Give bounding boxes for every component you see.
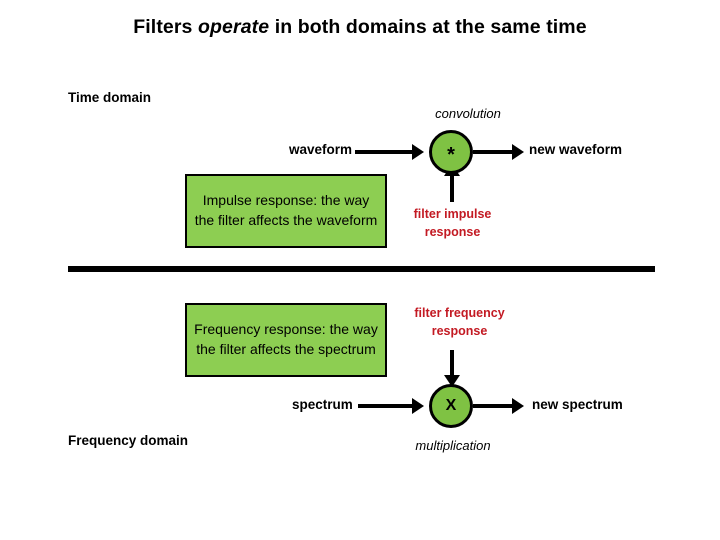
spectrum-input-label: spectrum [292, 397, 353, 412]
domain-divider [68, 266, 655, 272]
times-icon: X [445, 397, 457, 414]
time-domain-heading: Time domain [68, 90, 152, 105]
page-title: Filters operate in both domains at the s… [0, 16, 720, 39]
waveform-to-operator-arrowhead-icon [412, 144, 424, 160]
spectrum-to-operator-arrowhead-icon [412, 398, 424, 414]
frequency-response-to-operator-line [450, 350, 454, 380]
title-italic-word: operate [198, 16, 270, 38]
multiplication-caption: multiplication [415, 438, 491, 453]
impulse-response-description-box: Impulse response: the way the filter aff… [185, 174, 387, 248]
spectrum-to-operator-line [358, 404, 417, 408]
new-waveform-output-label: new waveform [529, 142, 623, 157]
title-suffix: in both domains at the same time [269, 16, 587, 38]
multiplication-operator-circle: X [429, 384, 473, 428]
title-prefix: Filters [133, 16, 199, 38]
new-spectrum-output-label: new spectrum [532, 397, 623, 412]
convolution-operator-circle: * [429, 130, 473, 174]
convolution-caption: convolution [435, 106, 501, 121]
frequency-domain-heading: Frequency domain [68, 433, 189, 448]
asterisk-icon: * [447, 144, 455, 166]
waveform-to-operator-line [355, 150, 417, 154]
operator-to-new-waveform-arrowhead-icon [512, 144, 524, 160]
impulse-response-to-operator-line [450, 172, 454, 202]
frequency-response-description-box: Frequency response: the way the filter a… [185, 303, 387, 377]
operator-to-new-waveform-line [473, 150, 519, 154]
waveform-input-label: waveform [289, 142, 353, 157]
operator-to-new-spectrum-line [473, 404, 519, 408]
operator-to-new-spectrum-arrowhead-icon [512, 398, 524, 414]
